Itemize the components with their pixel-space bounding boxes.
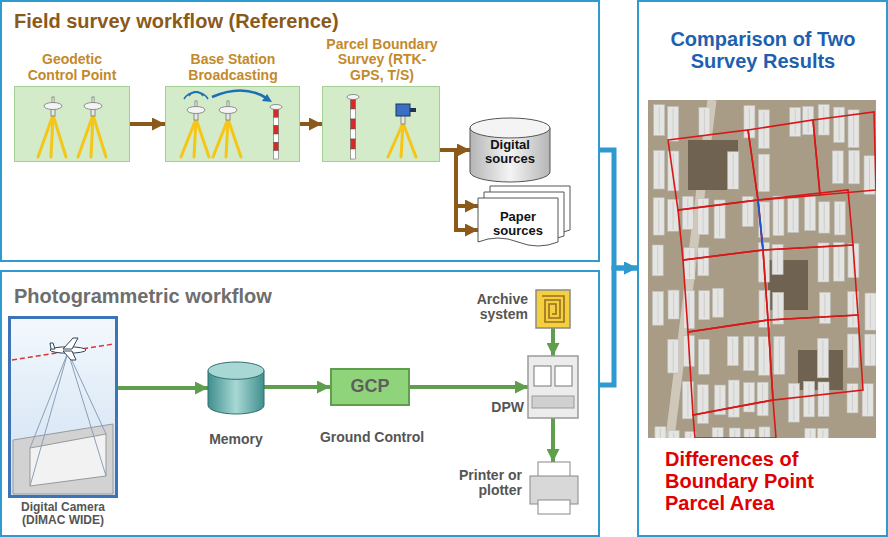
process-box: GCPGround Control	[330, 368, 410, 406]
memory-cylinder: Memory	[208, 362, 264, 414]
text-slot: Digital Camera (DIMAC WIDE)	[2, 501, 124, 527]
flow-arrow	[300, 122, 322, 126]
flow-arrow	[600, 268, 637, 385]
workflow-panel: Field survey workflow (Reference) Geodeti…	[0, 0, 600, 262]
text-slot: Archive system	[462, 292, 528, 323]
text-slot: Printer or plotter	[456, 468, 522, 499]
survey-step-box: Geodetic Control Point	[14, 86, 130, 162]
text-slot: GCP	[332, 377, 408, 397]
storage-label: Digital sources	[470, 138, 550, 167]
base-illustration	[166, 87, 299, 161]
document-label: Paper sources	[478, 210, 558, 239]
workstation-icon: DPW	[528, 356, 578, 418]
geo-illustration	[15, 87, 129, 161]
flow-arrow	[130, 122, 165, 126]
panel-title: Field survey workflow (Reference)	[14, 10, 339, 32]
panel-title: Photogrammetric workflow	[14, 285, 272, 307]
text-slot: Paper sources	[478, 210, 558, 239]
text-slot: Parcel Boundary Survey (RTK-GPS, T/S)	[324, 37, 440, 83]
flow-arrow	[551, 328, 555, 356]
survey-step-box: Base Station Broadcasting	[165, 86, 300, 162]
storage-cylinder: Digital sources	[470, 118, 550, 182]
flow-arrow	[551, 418, 555, 462]
process-caption: Ground Control	[310, 430, 434, 445]
text-slot: Base Station Broadcasting	[168, 52, 298, 83]
parcel-illustration	[323, 87, 439, 161]
result-note: Differences of Boundary Point Parcel Are…	[665, 448, 865, 514]
text-slot: Memory	[186, 432, 286, 447]
workflow-panel: Photogrammetric workflowDigital Camera (…	[0, 270, 600, 537]
document-stack: Paper sources	[478, 186, 570, 248]
archive-illustration	[536, 290, 570, 328]
step-label: Base Station Broadcasting	[168, 52, 298, 83]
flow-arrow	[118, 386, 208, 390]
flow-arrow	[600, 150, 637, 268]
text-slot: Digital sources	[470, 138, 550, 167]
memory-label: Memory	[186, 432, 286, 447]
panel-title: Comparison of Two Survey Results	[657, 28, 869, 72]
icon-label: Printer or plotter	[456, 468, 522, 499]
camera-illustration: Digital Camera (DIMAC WIDE)	[8, 316, 118, 498]
icon-label: Archive system	[462, 292, 528, 323]
printer-illustration	[530, 462, 578, 514]
flow-arrow	[264, 385, 330, 389]
survey-step-box: Parcel Boundary Survey (RTK-GPS, T/S)	[322, 86, 440, 162]
text-slot: DPW	[491, 400, 524, 415]
process-label: GCP	[332, 377, 408, 397]
comparison-panel: Comparison of Two Survey ResultsDifferen…	[637, 0, 888, 537]
text-slot: Field survey workflow (Reference)	[14, 10, 339, 32]
icon-label: DPW	[491, 400, 524, 415]
text-slot: Ground Control	[310, 430, 434, 445]
flow-arrow	[410, 385, 528, 389]
text-slot: Differences of Boundary Point Parcel Are…	[665, 448, 865, 514]
text-slot: Photogrammetric workflow	[14, 285, 272, 307]
mem-illustration	[208, 362, 264, 414]
printer-icon: Printer or plotter	[530, 462, 578, 514]
step-label: Parcel Boundary Survey (RTK-GPS, T/S)	[324, 37, 440, 83]
camera-illustration	[8, 316, 118, 498]
dpw-illustration	[528, 356, 578, 418]
text-slot: Geodetic Control Point	[22, 52, 122, 83]
camera-label: Digital Camera (DIMAC WIDE)	[2, 501, 124, 527]
step-label: Geodetic Control Point	[22, 52, 122, 83]
archive-icon: Archive system	[536, 290, 570, 328]
text-slot: Comparison of Two Survey Results	[657, 28, 869, 72]
